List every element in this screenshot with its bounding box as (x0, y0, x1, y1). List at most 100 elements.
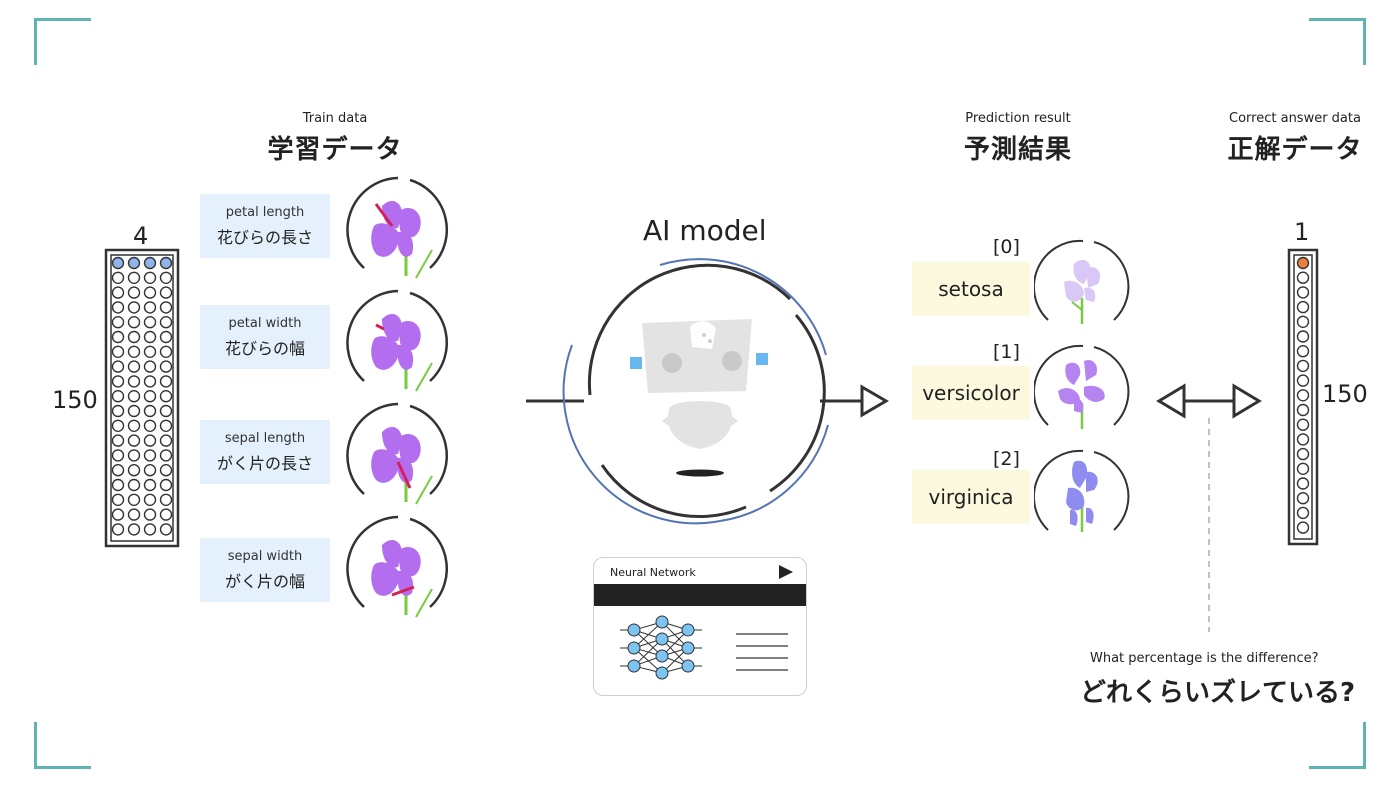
matrix-cell (159, 493, 173, 507)
matrix-cell (1296, 374, 1310, 387)
answer-rows-label: 150 (1322, 380, 1368, 408)
matrix-cell (143, 463, 157, 477)
matrix-cell (143, 315, 157, 329)
feature-petal-length: petal length 花びらの長さ (200, 194, 330, 258)
matrix-cell (111, 389, 125, 403)
matrix-cell (159, 271, 173, 284)
input-data-matrix (104, 248, 180, 548)
feature-petal-width: petal width 花びらの幅 (200, 305, 330, 369)
class-index: [1] (993, 341, 1020, 363)
train-data-heading-ja: 学習データ (267, 135, 403, 165)
difference-dashed-line (1208, 418, 1210, 632)
difference-question-ja: どれくらいズレている? (1080, 678, 1356, 708)
play-icon (779, 565, 793, 579)
matrix-cell (111, 463, 125, 477)
matrix-cell (111, 419, 125, 433)
answer-data-matrix (1287, 248, 1319, 546)
matrix-cell (1296, 506, 1310, 520)
matrix-cell (127, 301, 141, 314)
matrix-cell (159, 301, 173, 314)
class-index: [2] (993, 448, 1020, 470)
feature-label-en: petal length (225, 204, 305, 220)
matrix-cell (127, 523, 141, 536)
virginica-flower-icon (1034, 449, 1130, 532)
feature-label-ja: がく片の幅 (224, 571, 305, 591)
matrix-cell (127, 463, 141, 477)
matrix-cell (143, 375, 157, 388)
answer-heading-en: Correct answer data (1229, 111, 1361, 126)
matrix-cell (159, 375, 173, 388)
matrix-cell (1296, 359, 1310, 373)
matrix-cell (159, 315, 173, 329)
matrix-cell (143, 301, 157, 314)
versicolor-flower-icon (1034, 344, 1130, 429)
class-setosa: setosa (912, 262, 1030, 316)
feature-label-ja: がく片の長さ (216, 453, 313, 473)
matrix-cell (111, 286, 125, 299)
matrix-cell (1296, 418, 1310, 431)
matrix-cell (143, 271, 157, 284)
matrix-cell (159, 508, 173, 521)
feature-label-en: sepal length (224, 430, 306, 446)
matrix-cell (143, 434, 157, 447)
matrix-cell (1296, 433, 1310, 446)
matrix-cell (143, 419, 157, 433)
matrix-cell (159, 463, 173, 477)
matrix-cell (159, 404, 173, 418)
matrix-cell (143, 345, 157, 359)
matrix-cell (143, 330, 157, 344)
matrix-cell (127, 478, 141, 492)
matrix-cell (127, 330, 141, 344)
neural-network-graph (620, 615, 788, 680)
matrix-cell (1296, 462, 1310, 476)
matrix-cell (143, 360, 157, 373)
iris-petal-length-icon (346, 176, 448, 279)
difference-question-en: What percentage is the difference? (1090, 651, 1319, 666)
matrix-cell (111, 449, 125, 462)
matrix-cell (143, 449, 157, 462)
input-rows-label: 150 (52, 386, 98, 414)
matrix-cell (1296, 491, 1310, 505)
matrix-cell (159, 449, 173, 462)
matrix-cell (143, 478, 157, 492)
matrix-cell (1296, 521, 1310, 534)
prediction-heading: Prediction result 予測結果 (918, 111, 1118, 166)
matrix-cell (127, 508, 141, 521)
matrix-cell (1296, 286, 1310, 299)
matrix-cell (111, 493, 125, 507)
iris-sepal-length-icon (346, 402, 448, 505)
matrix-cell (111, 434, 125, 447)
iris-sepal-width-icon (346, 515, 448, 618)
matrix-cell (159, 523, 173, 536)
matrix-cell (159, 286, 173, 299)
iris-petal-width-icon (346, 289, 448, 392)
input-cols-label: 4 (133, 222, 149, 250)
feature-label-en: petal width (228, 315, 302, 331)
corner-bracket-bottom-right (1309, 722, 1366, 769)
setosa-flower-icon (1034, 239, 1130, 324)
matrix-cell (143, 256, 157, 270)
answer-heading-ja: 正解データ (1227, 135, 1363, 165)
answer-cols-label: 1 (1294, 218, 1310, 246)
matrix-cell (111, 404, 125, 418)
matrix-cell (127, 493, 141, 507)
matrix-cell (127, 271, 141, 284)
matrix-cell (1296, 344, 1310, 358)
ai-model-diagram (526, 258, 889, 525)
matrix-cell (127, 345, 141, 359)
matrix-cell (143, 493, 157, 507)
matrix-cell (159, 389, 173, 403)
matrix-cell (127, 404, 141, 418)
matrix-cell (111, 508, 125, 521)
matrix-cell (111, 315, 125, 329)
matrix-cell (159, 360, 173, 373)
corner-bracket-top-left (34, 18, 91, 65)
matrix-cell (1296, 271, 1310, 284)
matrix-cell (111, 478, 125, 492)
matrix-cell (143, 286, 157, 299)
matrix-cell (127, 389, 141, 403)
matrix-cell (111, 256, 125, 270)
matrix-cell (159, 419, 173, 433)
matrix-cell (159, 256, 173, 270)
prediction-heading-ja: 予測結果 (963, 135, 1072, 165)
